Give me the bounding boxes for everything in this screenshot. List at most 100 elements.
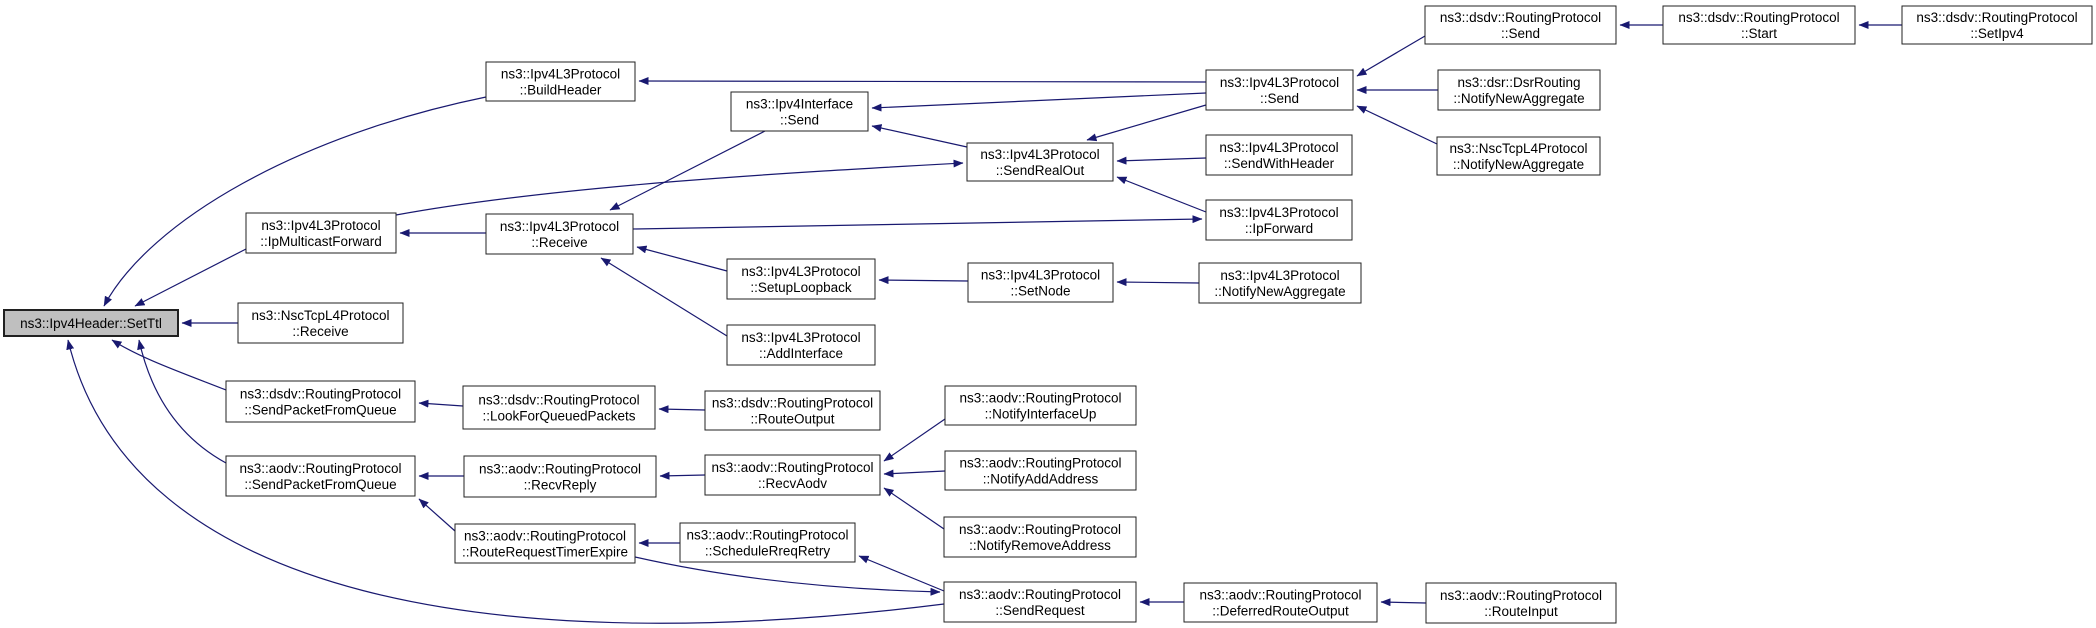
graph-node-label: ns3::Ipv4L3Protocol (500, 219, 619, 234)
graph-node-label: ns3::aodv::RoutingProtocol (1199, 588, 1361, 603)
graph-node-label: ns3::aodv::RoutingProtocol (1440, 588, 1602, 603)
graph-node-label: ns3::NscTcpL4Protocol (251, 308, 389, 323)
edge-ipmulticastforward-to-sendrealout (395, 159, 964, 216)
graph-node-sendrealout[interactable]: ns3::Ipv4L3Protocol::SendRealOut (966, 142, 1114, 182)
edge-aodv_nra-to-aodv_recvaodv (883, 487, 945, 530)
edge-dsdv_spfq-to-setttl (111, 339, 227, 391)
graph-node-dsdv_start[interactable]: ns3::dsdv::RoutingProtocol::Start (1662, 5, 1856, 45)
graph-node-label: ns3::dsr::DsrRouting (1457, 75, 1580, 90)
graph-node-label: ::NotifyInterfaceUp (985, 407, 1097, 422)
graph-node-aodv_spfq[interactable]: ns3::aodv::RoutingProtocol::SendPacketFr… (225, 455, 416, 497)
graph-node-label: ns3::Ipv4Header::SetTtl (20, 316, 162, 331)
edge-aodv_spfq-to-setttl (137, 339, 227, 464)
graph-node-dsdv_lfqp[interactable]: ns3::dsdv::RoutingProtocol::LookForQueue… (462, 385, 656, 430)
edge-l3_send-to-sendrealout (1086, 104, 1207, 142)
graph-node-sendwithheader[interactable]: ns3::Ipv4L3Protocol::SendWithHeader (1205, 134, 1353, 176)
graph-node-label: ns3::Ipv4L3Protocol (741, 264, 860, 279)
graph-node-label: ns3::Ipv4Interface (746, 97, 853, 112)
graph-node-label: ::SetupLoopback (750, 280, 852, 295)
graph-node-label: ::SetIpv4 (1970, 26, 2024, 41)
graph-node-label: ns3::Ipv4L3Protocol (1219, 205, 1338, 220)
graph-node-label: ::Receive (292, 324, 348, 339)
graph-node-setuploopback[interactable]: ns3::Ipv4L3Protocol::SetupLoopback (726, 258, 876, 300)
graph-node-label: ::RouteOutput (750, 412, 834, 427)
graph-node-label: ::AddInterface (759, 346, 843, 361)
graph-node-l3_send[interactable]: ns3::Ipv4L3Protocol::Send (1205, 69, 1354, 111)
edge-setnode-to-setuploopback (878, 276, 969, 285)
graph-node-label: ::BuildHeader (520, 83, 602, 98)
edge-aodv_sendrequest-to-aodv_srr (858, 555, 945, 592)
edge-dsdv_send-to-l3_send (1356, 35, 1426, 77)
graph-node-label: ::NotifyRemoveAddress (969, 538, 1111, 553)
graph-node-label: ns3::Ipv4L3Protocol (1220, 75, 1339, 90)
graph-node-label: ::SendRealOut (996, 163, 1085, 178)
graph-node-label: ns3::dsdv::RoutingProtocol (478, 393, 639, 408)
graph-node-dsdv_send[interactable]: ns3::dsdv::RoutingProtocol::Send (1424, 5, 1617, 45)
graph-node-aodv_nra[interactable]: ns3::aodv::RoutingProtocol::NotifyRemove… (943, 516, 1137, 558)
graph-node-addinterface[interactable]: ns3::Ipv4L3Protocol::AddInterface (726, 324, 876, 366)
graph-node-label: ns3::Ipv4L3Protocol (501, 67, 620, 82)
graph-node-label: ::RecvReply (524, 478, 597, 493)
graph-node-label: ::SendWithHeader (1224, 156, 1335, 171)
graph-node-aodv_recvaodv[interactable]: ns3::aodv::RoutingProtocol::RecvAodv (704, 454, 881, 496)
graph-node-label: ns3::aodv::RoutingProtocol (711, 460, 873, 475)
graph-node-iface_send[interactable]: ns3::Ipv4Interface::Send (730, 91, 869, 132)
graph-node-label: ns3::aodv::RoutingProtocol (959, 391, 1121, 406)
graph-node-aodv_niu[interactable]: ns3::aodv::RoutingProtocol::NotifyInterf… (944, 385, 1137, 426)
graph-node-label: ::NotifyAddAddress (983, 472, 1099, 487)
graph-node-receive[interactable]: ns3::Ipv4L3Protocol::Receive (485, 213, 634, 255)
graph-node-label: ::Send (1260, 91, 1299, 106)
graph-node-nsctcp_receive[interactable]: ns3::NscTcpL4Protocol::Receive (237, 302, 404, 344)
graph-node-label: ns3::Ipv4L3Protocol (981, 268, 1100, 283)
edge-aodv_rrte-to-aodv_spfq (418, 498, 456, 532)
graph-node-label: ns3::aodv::RoutingProtocol (239, 461, 401, 476)
graph-node-label: ::SetNode (1010, 284, 1070, 299)
graph-node-label: ::SendPacketFromQueue (244, 477, 396, 492)
graph-node-setnode[interactable]: ns3::Ipv4L3Protocol::SetNode (967, 262, 1114, 303)
graph-node-label: ns3::Ipv4L3Protocol (980, 147, 1099, 162)
graph-node-label: ns3::aodv::RoutingProtocol (959, 587, 1121, 602)
graph-node-nsctcp_nna[interactable]: ns3::NscTcpL4Protocol::NotifyNewAggregat… (1436, 136, 1601, 176)
edge-setuploopback-to-receive (636, 245, 728, 272)
graph-node-ipmulticastforward[interactable]: ns3::Ipv4L3Protocol::IpMulticastForward (245, 212, 397, 254)
graph-node-label: ::SendRequest (995, 603, 1085, 618)
edge-iface_send-to-receive (609, 130, 766, 211)
graph-node-aodv_rrte[interactable]: ns3::aodv::RoutingProtocol::RouteRequest… (454, 523, 636, 564)
graph-node-aodv_routeinput[interactable]: ns3::aodv::RoutingProtocol::RouteInput (1425, 582, 1617, 624)
graph-node-l3_nna[interactable]: ns3::Ipv4L3Protocol::NotifyNewAggregate (1198, 262, 1362, 304)
graph-node-dsdv_routeoutput[interactable]: ns3::dsdv::RoutingProtocol::RouteOutput (704, 390, 881, 431)
graph-node-label: ns3::dsdv::RoutingProtocol (712, 396, 873, 411)
graph-node-aodv_dro[interactable]: ns3::aodv::RoutingProtocol::DeferredRout… (1183, 582, 1378, 623)
graph-node-label: ns3::aodv::RoutingProtocol (959, 522, 1121, 537)
graph-node-setttl: ns3::Ipv4Header::SetTtl (3, 309, 179, 337)
edge-receive-to-ipforward (632, 215, 1203, 230)
edge-sendwithheader-to-sendrealout (1116, 156, 1207, 165)
edge-nsctcp_nna-to-l3_send (1356, 105, 1438, 145)
graph-node-label: ::Send (780, 113, 819, 128)
graph-node-label: ::RouteRequestTimerExpire (462, 545, 628, 560)
graph-node-aodv_recvreply[interactable]: ns3::aodv::RoutingProtocol::RecvReply (463, 455, 657, 498)
graph-node-label: ns3::NscTcpL4Protocol (1449, 141, 1587, 156)
graph-node-label: ns3::Ipv4L3Protocol (741, 330, 860, 345)
graph-node-aodv_naa[interactable]: ns3::aodv::RoutingProtocol::NotifyAddAdd… (944, 450, 1137, 491)
graph-node-buildheader[interactable]: ns3::Ipv4L3Protocol::BuildHeader (485, 61, 636, 102)
graph-node-label: ::RouteInput (1484, 604, 1558, 619)
graph-node-label: ns3::dsdv::RoutingProtocol (240, 387, 401, 402)
graph-node-dsdv_spfq[interactable]: ns3::dsdv::RoutingProtocol::SendPacketFr… (225, 380, 416, 423)
graph-node-label: ::NotifyNewAggregate (1453, 157, 1584, 172)
edge-aodv_sendrequest-to-setttl (66, 339, 945, 624)
graph-node-dsr_nna[interactable]: ns3::dsr::DsrRouting::NotifyNewAggregate (1437, 69, 1601, 111)
edge-ipforward-to-sendrealout (1116, 176, 1207, 213)
graph-node-aodv_srr[interactable]: ns3::aodv::RoutingProtocol::ScheduleRreq… (679, 522, 856, 563)
edge-l3_send-to-buildheader (638, 77, 1207, 86)
graph-node-label: ::NotifyNewAggregate (1214, 284, 1345, 299)
graph-node-label: ::LookForQueuedPackets (482, 409, 635, 424)
graph-node-label: ns3::Ipv4L3Protocol (261, 218, 380, 233)
graph-node-aodv_sendrequest[interactable]: ns3::aodv::RoutingProtocol::SendRequest (943, 581, 1137, 623)
graph-node-label: ::SendPacketFromQueue (244, 403, 396, 418)
graph-node-ipforward[interactable]: ns3::Ipv4L3Protocol::IpForward (1205, 199, 1353, 241)
edge-aodv_niu-to-aodv_recvaodv (883, 418, 946, 462)
graph-node-dsdv_setipv4[interactable]: ns3::dsdv::RoutingProtocol::SetIpv4 (1901, 5, 2093, 45)
